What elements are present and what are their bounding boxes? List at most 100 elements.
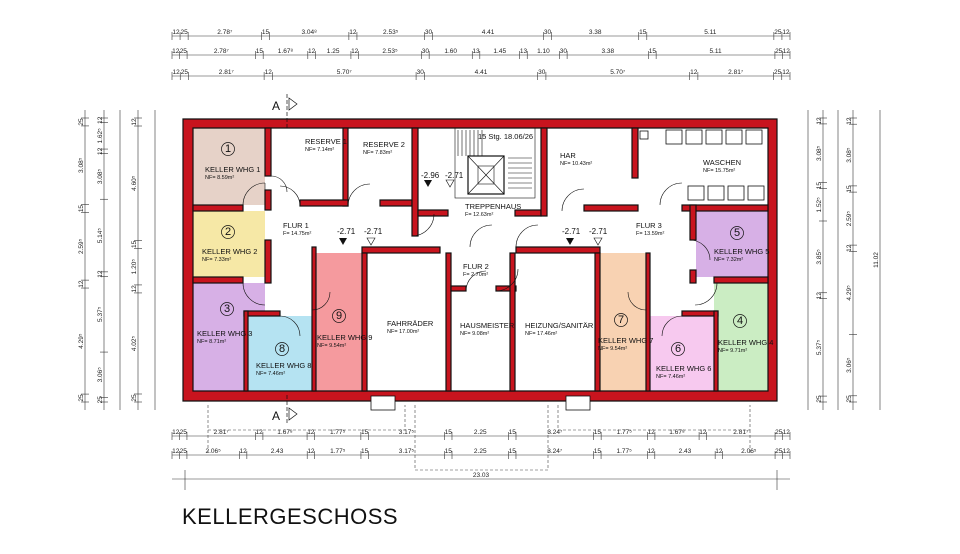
level-label: -2.71 [589, 227, 608, 236]
dimension-label: 3.17⁵ [399, 429, 415, 436]
reserve2-name: RESERVE 2 [363, 140, 405, 149]
dimension-label: 12 [131, 118, 138, 126]
har-area: NF= 10.43m² [560, 161, 592, 167]
dimension-label: 2.81⁷ [728, 69, 744, 76]
keller8-number: 8 [279, 343, 285, 355]
keller7-area: NF= 9.54m² [598, 346, 627, 352]
dimension-label: 3.08⁵ [78, 157, 85, 173]
dimension-label: 12 [349, 29, 357, 36]
keller3-name: KELLER WHG 3 [197, 329, 252, 338]
dimension-label: 1.20⁵ [131, 259, 138, 275]
dimension-label: 15 [445, 448, 453, 455]
treppenhaus-name: TREPPENHAUS [465, 202, 521, 211]
dimension-label: 1.67⁸ [669, 429, 685, 436]
hausmeister-area: NF= 9.08m² [460, 331, 489, 337]
dimension-label: 12 [173, 69, 181, 76]
dimension-label: 3.24⁷ [547, 448, 563, 455]
dimension-label: 25 [846, 395, 853, 403]
heizung-name: HEIZUNG/SANITÄR [525, 321, 594, 330]
section-label-bottom: A [272, 409, 280, 423]
keller2-number-circle [221, 225, 235, 239]
dimension-label: 12 [97, 116, 104, 124]
dimension-label: 4.60⁵ [131, 175, 138, 191]
dimension-label: 25 [180, 429, 188, 436]
dimension-label: 3.38 [602, 48, 615, 55]
dimension-label: 12 [783, 429, 791, 436]
dimension-label: 12 [783, 448, 791, 455]
keller3-number-circle [220, 302, 234, 316]
dimension-label: 12 [307, 429, 315, 436]
dimension-label: 1.62⁵ [97, 128, 104, 144]
treppenhaus-area: F= 12.63m² [465, 212, 493, 218]
dimension-label: 12 [172, 429, 180, 436]
drawing-title: KELLERGESCHOSS [182, 504, 398, 529]
dimension-label: 25 [774, 69, 782, 76]
dimension-label: 1.77⁵ [617, 448, 633, 455]
dimension-label: 30 [560, 48, 568, 55]
keller9-fill [316, 253, 362, 391]
walls [182, 118, 778, 402]
keller2-name: KELLER WHG 2 [202, 247, 257, 256]
dimension-label: 12 [647, 448, 655, 455]
dimension-label: 3.38 [589, 29, 602, 36]
dimension-label: 1.60 [444, 48, 457, 55]
dimension-label: 15 [639, 29, 647, 36]
keller4-area: NF= 9.71m² [718, 348, 747, 354]
bottom-dimension-lines [172, 435, 790, 490]
dimension-label: 3.08⁵ [846, 147, 853, 163]
windows [370, 395, 591, 411]
total-width-label: 23.03 [473, 472, 490, 479]
dimension-label: 15 [594, 448, 602, 455]
keller5-fill [696, 211, 768, 277]
keller8-name: KELLER WHG 8 [256, 361, 311, 370]
keller6-number-circle [671, 342, 685, 356]
keller4-fill [714, 283, 768, 391]
dimension-label: 2.78⁷ [217, 29, 233, 36]
dimension-label: 4.29⁵ [846, 285, 853, 301]
dimension-label: 2.43 [271, 448, 284, 455]
dimension-label: 1.67⁸ [277, 429, 293, 436]
dimension-label: 2.81⁷ [214, 429, 230, 436]
dimension-label: 1.10 [537, 48, 550, 55]
dimension-label: 12 [172, 48, 180, 55]
keller8-area: NF= 7.46m² [256, 371, 285, 377]
dimension-label: 2.25 [474, 448, 487, 455]
dimension-label: 12 [782, 29, 790, 36]
waschen-area: NF= 15.75m² [703, 168, 735, 174]
dimension-label: 1.25 [327, 48, 340, 55]
flur1-name: FLUR 1 [283, 221, 309, 230]
dimension-label: 12 [172, 448, 180, 455]
keller9-number-circle [332, 309, 346, 323]
keller9-name: KELLER WHG 9 [317, 333, 372, 342]
flur1-area: F= 14.75m² [283, 231, 311, 237]
keller1-name: KELLER WHG 1 [205, 165, 260, 174]
keller9-number: 9 [336, 310, 342, 322]
dimension-label: 5.11 [704, 29, 717, 36]
foundation-outline [207, 405, 751, 471]
keller4-name: KELLER WHG 4 [718, 338, 773, 347]
left-dimension-lines [84, 110, 156, 410]
dimension-label: 15 [846, 185, 853, 193]
keller7-fill [600, 253, 646, 391]
dimension-label: 12 [715, 448, 723, 455]
reserve1-name: RESERVE 1 [305, 137, 347, 146]
reserve2-area: NF= 7.83m² [363, 150, 392, 156]
dimension-label: 12 [782, 69, 790, 76]
hausmeister-name: HAUSMEISTER [460, 321, 515, 330]
dimension-label: 12 [307, 448, 315, 455]
dimension-label: 12 [816, 292, 823, 300]
keller9-area: NF= 9.54m² [317, 343, 346, 349]
dimension-label: 2.06⁵ [741, 448, 757, 455]
dimension-label: 3.85⁵ [816, 249, 823, 265]
dimension-label: 5.14⁵ [97, 228, 104, 244]
keller6-name: KELLER WHG 6 [656, 364, 711, 373]
dimension-label: 5.37⁵ [97, 306, 104, 322]
dimension-label: 12 [783, 48, 791, 55]
dimension-label: 2.43 [679, 448, 692, 455]
dimension-label: 12 [816, 117, 823, 125]
har-name: HAR [560, 151, 576, 160]
dimension-label: 2.53⁵ [383, 29, 399, 36]
dimension-label: 1.77⁵ [617, 429, 633, 436]
dimension-label: 25 [97, 396, 104, 404]
